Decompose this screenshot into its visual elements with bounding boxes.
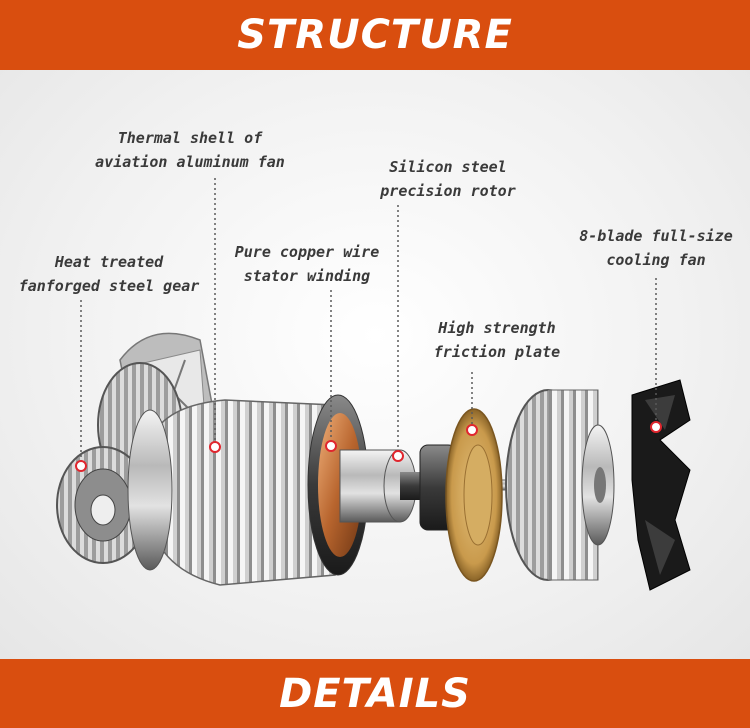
marker-friction-plate xyxy=(466,424,478,436)
callout-steel-gear: Heat treated fanforged steel gear xyxy=(12,250,206,298)
friction-plate xyxy=(445,408,503,582)
marker-steel-gear xyxy=(75,460,87,472)
callout-copper-winding-line2: stator winding xyxy=(243,267,371,285)
thermal-shell-housing xyxy=(127,399,336,586)
header-banner: STRUCTURE xyxy=(0,0,750,70)
marker-thermal-shell xyxy=(209,441,221,453)
callout-silicon-rotor-line2: precision rotor xyxy=(380,182,516,200)
marker-cooling-fan xyxy=(650,421,662,433)
footer-title: DETAILS xyxy=(279,670,471,717)
callout-thermal-shell: Thermal shell of aviation aluminum fan xyxy=(72,126,308,174)
callout-copper-winding-line1: Pure copper wire xyxy=(234,243,380,261)
callout-friction-plate-line2: friction plate xyxy=(433,343,561,361)
callout-markers xyxy=(75,421,662,472)
callout-cooling-fan-line2: cooling fan xyxy=(606,251,706,269)
callout-steel-gear-line2: fanforged steel gear xyxy=(18,277,200,295)
callout-leader-lines xyxy=(80,178,657,466)
callout-friction-plate: High strength friction plate xyxy=(422,316,572,364)
footer-banner: DETAILS xyxy=(0,659,750,728)
finned-drum xyxy=(505,389,615,581)
marker-silicon-rotor xyxy=(392,450,404,462)
marker-copper-winding xyxy=(325,440,337,452)
callout-silicon-rotor: Silicon steel precision rotor xyxy=(366,155,530,203)
page-title: STRUCTURE xyxy=(237,12,513,58)
callout-cooling-fan: 8-blade full-size cooling fan xyxy=(567,224,745,272)
callout-thermal-shell-line1: Thermal shell of xyxy=(117,129,263,147)
cooling-fan xyxy=(631,379,691,591)
callout-friction-plate-line1: High strength xyxy=(438,319,556,337)
callout-cooling-fan-line1: 8-blade full-size xyxy=(579,227,733,245)
callout-silicon-rotor-line1: Silicon steel xyxy=(389,158,507,176)
callout-copper-winding: Pure copper wire stator winding xyxy=(218,240,396,288)
callout-thermal-shell-line2: aviation aluminum fan xyxy=(95,153,285,171)
callout-steel-gear-line1: Heat treated xyxy=(54,253,164,271)
